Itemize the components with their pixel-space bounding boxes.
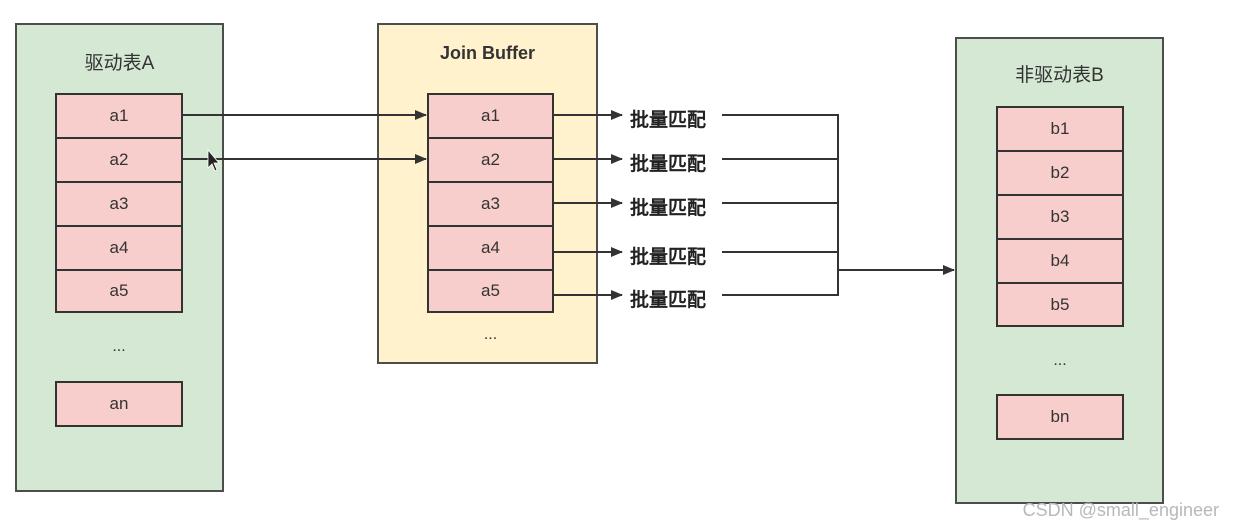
batch-match-label-2: 批量匹配 — [630, 153, 707, 175]
batch-match-label-3: 批量匹配 — [630, 197, 707, 219]
buffer-row-a5: a5 — [427, 269, 554, 313]
buffer-row-a1: a1 — [427, 93, 554, 139]
batch-match-label-5: 批量匹配 — [630, 289, 707, 311]
driven-row-b5: b5 — [996, 282, 1124, 327]
driven-row-b1: b1 — [996, 106, 1124, 152]
driving-row-a3: a3 — [55, 181, 183, 227]
driving-table-title: 驱动表A — [84, 53, 155, 74]
driving-row-a4: a4 — [55, 225, 183, 271]
driving-row-an: an — [55, 381, 183, 427]
driving-ellipsis: ... — [112, 338, 126, 355]
driving-row-a1: a1 — [55, 93, 183, 139]
batch-match-label-4: 批量匹配 — [630, 246, 707, 268]
driven-row-bn: bn — [996, 394, 1124, 440]
buffer-row-a4: a4 — [427, 225, 554, 271]
driven-ellipsis: ... — [1053, 352, 1067, 369]
buffer-ellipsis: ... — [483, 326, 498, 343]
driven-row-b4: b4 — [996, 238, 1124, 284]
watermark: CSDN @small_engineer — [1022, 500, 1219, 520]
buffer-row-a2: a2 — [427, 137, 554, 183]
join-buffer-title: Join Buffer — [439, 43, 535, 63]
driving-row-a2: a2 — [55, 137, 183, 183]
driven-row-b2: b2 — [996, 150, 1124, 196]
driving-row-a5: a5 — [55, 269, 183, 313]
driven-row-b3: b3 — [996, 194, 1124, 240]
driven-table-title: 非驱动表B — [1015, 65, 1104, 86]
buffer-row-a3: a3 — [427, 181, 554, 227]
batch-match-label-1: 批量匹配 — [630, 109, 707, 131]
